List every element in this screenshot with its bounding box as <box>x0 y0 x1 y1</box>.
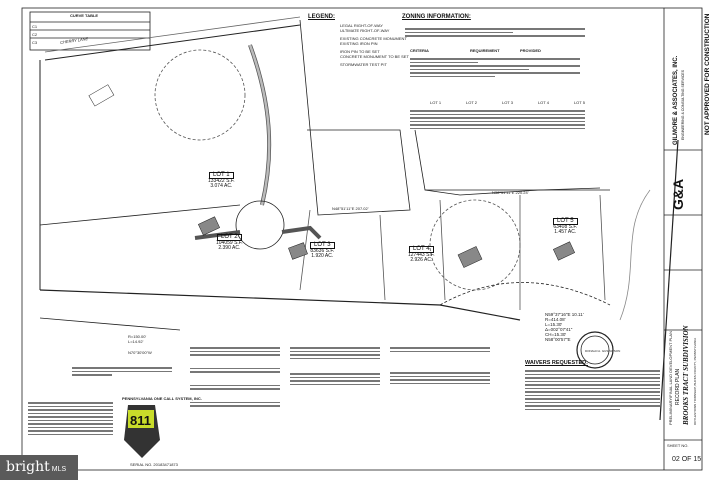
zoning-lot-headers: LOT 1 LOT 2 LOT 3 LOT 4 LOT 5 <box>430 100 585 105</box>
curve-row: C3 <box>32 40 38 45</box>
project-title: BROOKS TRACT SUBDIVISION <box>682 325 690 425</box>
legend-item: STORMWATER TEST PIT <box>340 62 387 67</box>
waivers-title: WAIVERS REQUESTED: <box>525 360 588 366</box>
zoning-lot: LOT 4 <box>537 100 549 105</box>
dwelling-lot2 <box>197 216 221 236</box>
pa-one-call-title: PENNSYLVANIA ONE CALL SYSTEM, INC. <box>122 396 202 401</box>
curve-row: C2 <box>32 32 38 37</box>
curve-table-frame <box>29 11 151 51</box>
curve-row: C1 <box>32 24 38 29</box>
legend-list: LEGAL RIGHT-OF-WAY ULTIMATE RIGHT-OF-WAY… <box>340 23 409 67</box>
property-line-south <box>39 289 521 321</box>
sheet-number: 02 OF 15 <box>672 456 702 463</box>
bearing-label: N38°51'11"E 220.24' <box>492 190 529 195</box>
engineer-seal <box>576 331 614 369</box>
county-planning-note <box>72 365 172 378</box>
firm-name: GILMORE & ASSOCIATES, INC. <box>673 55 679 145</box>
property-line-east <box>659 139 679 421</box>
firm-subtitle: ENGINEERING & CONSULTING SERVICES <box>681 69 685 140</box>
zoning-table <box>410 56 580 79</box>
zoning-col: PROVIDED <box>520 48 541 53</box>
bearing-label: R=150.00' <box>128 334 147 339</box>
legend-item: EXISTING CONCRETE MONUMENT <box>340 36 407 41</box>
legend-item: LEGAL RIGHT-OF-WAY <box>340 23 383 28</box>
811-logo: 811 <box>124 405 160 458</box>
curve-value: N58°00'57"E <box>545 337 571 342</box>
bearing-label: N70°30'00"W <box>128 350 152 355</box>
plan-type: PRELIMINARY/FINAL LAND DEVELOPMENT PLAN <box>668 331 673 425</box>
sheet-border <box>21 7 703 471</box>
curve-value: CH=15.30' <box>545 332 567 337</box>
legend-item: EXISTING IRON PIN <box>340 41 378 46</box>
zoning-text <box>405 26 585 39</box>
sheet-label: SHEET NO. <box>667 443 689 448</box>
adjacent-parcel <box>299 19 411 216</box>
dwelling-lot5 <box>552 241 576 261</box>
township-certification <box>190 345 280 409</box>
curve-data: N59°37'16"E 10.11' R=414.08' L=15.30' Δ=… <box>545 312 584 342</box>
legend-item: IRON PIN TO BE SET <box>340 49 380 54</box>
zoning-lot-table <box>410 108 585 131</box>
owner-certification <box>290 345 380 387</box>
bearing-label: N48°51'11"E 207.02' <box>332 206 369 211</box>
notary-block <box>390 345 490 386</box>
legend-item: ULTIMATE RIGHT-OF-WAY <box>340 28 390 33</box>
pa-one-call-serial: SERIAL NO. 20183471873 <box>130 462 178 467</box>
zoning-lot: LOT 3 <box>501 100 514 105</box>
zoning-col: CRITERIA <box>410 48 429 53</box>
zoning-lot: LOT 2 <box>465 100 478 105</box>
plan-name: RECORD PLAN <box>675 368 681 405</box>
legend-item: CONCRETE MONUMENT TO BE SET <box>340 54 409 59</box>
zoning-title: ZONING INFORMATION: <box>402 14 471 20</box>
curve-value: Δ=002°07'41" <box>545 327 573 332</box>
legend-title: LEGEND: <box>308 14 335 20</box>
utility-note <box>28 400 113 437</box>
firm-logo: G&A <box>670 178 686 210</box>
zoning-lot: LOT 1 <box>430 100 442 105</box>
curve-value: L=15.30' <box>545 322 563 327</box>
cherry-lane-edge <box>44 24 301 61</box>
project-location: DOYLESTOWN TOWNSHIP, BUCKS COUNTY, PENNS… <box>693 337 697 425</box>
waivers-list <box>525 368 660 412</box>
not-approved-stamp: NOT APPROVED FOR CONSTRUCTION <box>704 13 711 135</box>
cul-de-sac <box>235 200 285 250</box>
existing-dwelling <box>88 84 115 107</box>
bearing-label: L=14.92' <box>128 339 144 344</box>
zoning-col: REQUIREMENT <box>470 48 500 53</box>
zoning-lot: LOT 5 <box>573 100 585 105</box>
dwelling-lot4 <box>457 246 483 268</box>
svg-text:811: 811 <box>130 413 151 428</box>
dwelling-lot3 <box>288 242 308 260</box>
curve-value: R=414.08' <box>545 317 566 322</box>
curve-value: N59°37'16"E 10.11' <box>545 312 584 317</box>
seal-name: DONALD A. GUSTAVSON <box>585 349 621 353</box>
curve-table-title: CURVE TABLE <box>70 13 99 18</box>
